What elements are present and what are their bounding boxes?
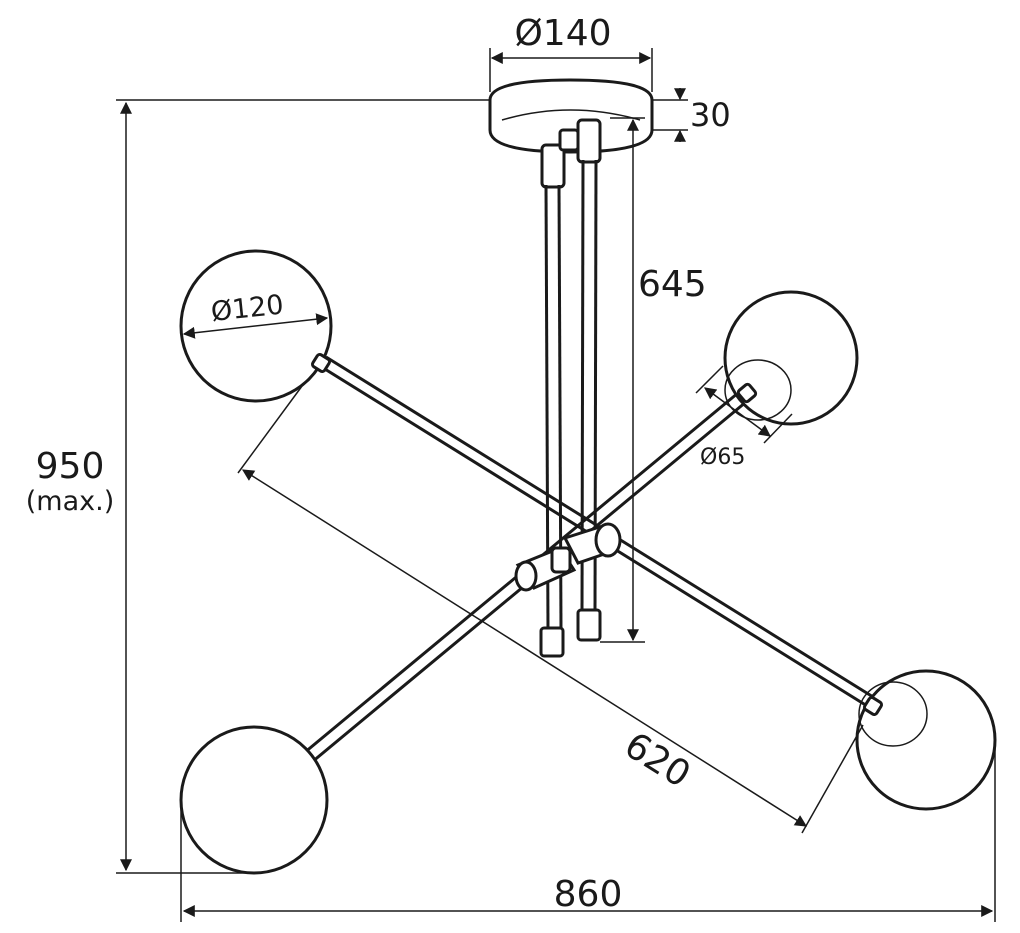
globe-lower-right bbox=[855, 669, 997, 811]
globe-diameter-label: Ø120 bbox=[209, 290, 285, 328]
canopy-diameter-label: Ø140 bbox=[514, 13, 611, 54]
dim-total-width: 860 bbox=[180, 745, 996, 922]
dim-stem-length: 645 bbox=[600, 117, 707, 643]
stem-length-label: 645 bbox=[638, 264, 707, 305]
dim-small-globe-diameter: Ø65 bbox=[695, 365, 793, 470]
dim-canopy-height: 30 bbox=[652, 88, 731, 142]
dim-total-height: 950 (max.) bbox=[26, 99, 490, 874]
total-height-label: 950 bbox=[36, 446, 105, 487]
total-height-note: (max.) bbox=[26, 486, 114, 517]
small-globe-diameter-label: Ø65 bbox=[700, 445, 745, 470]
globe-lower-left bbox=[179, 725, 329, 875]
canopy-height-label: 30 bbox=[690, 96, 731, 134]
arm-span-label: 620 bbox=[617, 725, 697, 796]
dim-arm-span: 620 bbox=[237, 381, 864, 834]
dim-globe-diameter: Ø120 bbox=[182, 290, 329, 339]
total-width-label: 860 bbox=[554, 874, 623, 915]
globe-upper-right bbox=[723, 290, 859, 426]
dim-canopy-diameter: Ø140 bbox=[489, 13, 653, 92]
